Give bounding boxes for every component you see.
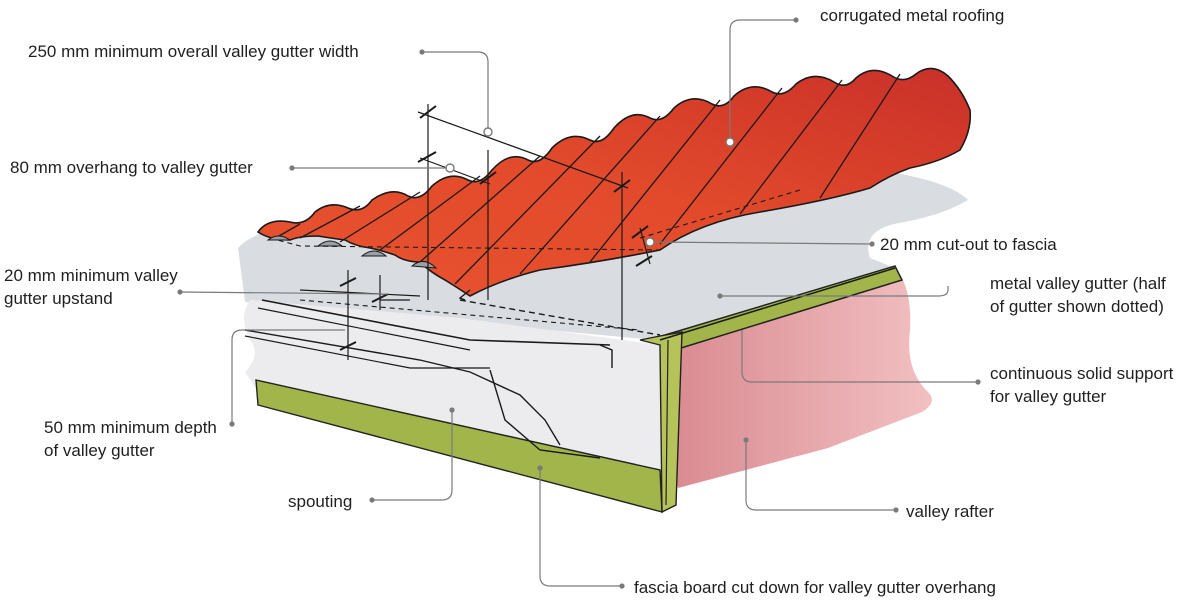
label-fascia: fascia board cut down for valley gutter … <box>634 578 996 597</box>
label-corrugated-roofing: corrugated metal roofing <box>820 6 1005 25</box>
label-cutout: 20 mm cut-out to fascia <box>880 235 1057 254</box>
label-valley-rafter: valley rafter <box>906 502 994 521</box>
label-spouting: spouting <box>288 492 353 511</box>
leader-dots <box>177 17 981 589</box>
dimension-lines <box>299 104 651 360</box>
leader-lines <box>179 19 978 587</box>
label-overall-width: 250 mm minimum overall valley gutter wid… <box>28 42 359 61</box>
fascia-edge <box>639 331 683 514</box>
label-overhang: 80 mm overhang to valley gutter <box>10 158 253 177</box>
valley-rafter <box>668 272 932 488</box>
corrugated-roofing <box>256 67 972 297</box>
dimension-ticks <box>339 105 653 351</box>
